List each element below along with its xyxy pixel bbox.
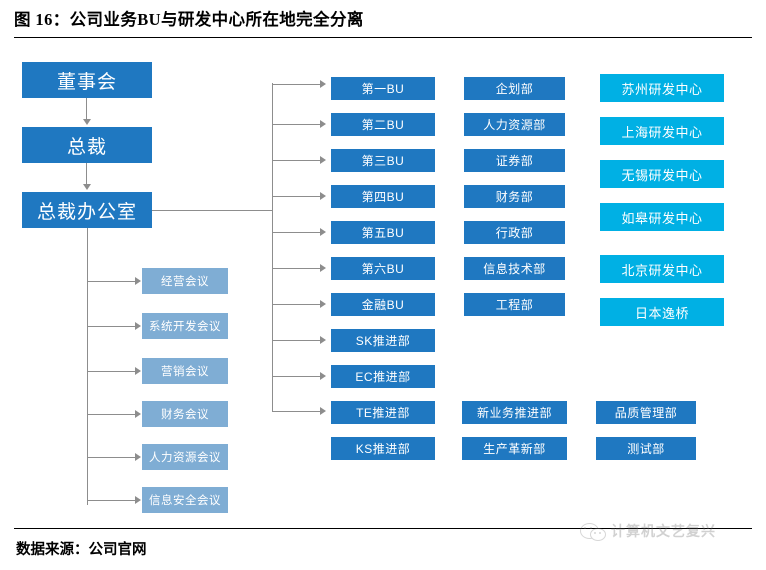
node-bu-2: 第三BU (331, 149, 435, 172)
connector-bu-5 (273, 268, 321, 270)
node-meeting-2: 营销会议 (142, 358, 228, 384)
node-bu-8: EC推进部 (331, 365, 435, 388)
connector-bu-1 (273, 124, 321, 126)
node-meeting-4: 人力资源会议 (142, 444, 228, 470)
arrow-bu-5-icon (320, 264, 326, 272)
node-bu-3: 第四BU (331, 185, 435, 208)
node-department-5: 信息技术部 (464, 257, 565, 280)
node-meeting-1: 系统开发会议 (142, 313, 228, 339)
node-bu-10: KS推进部 (331, 437, 435, 460)
connector-meeting-4 (88, 457, 136, 459)
arrow-bu-4-icon (320, 228, 326, 236)
arrow-bu-2-icon (320, 156, 326, 164)
node-department-lower-1: 生产革新部 (462, 437, 567, 460)
watermark-text: 计算机文艺复兴 (611, 523, 716, 539)
connector-bu-2 (273, 160, 321, 162)
node-bu-0: 第一BU (331, 77, 435, 100)
node-rnd-center-0: 苏州研发中心 (600, 74, 724, 102)
connector-office-to-bu-trunk (152, 210, 273, 212)
arrow-bu-8-icon (320, 372, 326, 380)
footer-divider (14, 528, 752, 529)
connector-meeting-1 (88, 326, 136, 328)
node-quality-1: 测试部 (596, 437, 696, 460)
node-department-1: 人力资源部 (464, 113, 565, 136)
node-department-lower-0: 新业务推进部 (462, 401, 567, 424)
connector-meeting-0 (88, 281, 136, 283)
node-department-6: 工程部 (464, 293, 565, 316)
connector-meeting-2 (88, 371, 136, 373)
arrow-meeting-2-icon (135, 367, 141, 375)
connector-bu-9 (273, 411, 321, 413)
node-department-4: 行政部 (464, 221, 565, 244)
node-bu-6: 金融BU (331, 293, 435, 316)
node-meeting-0: 经营会议 (142, 268, 228, 294)
arrow-meeting-4-icon (135, 453, 141, 461)
source-label: 数据来源：公司官网 (16, 542, 147, 558)
connector-board-to-president (86, 98, 88, 120)
node-department-0: 企划部 (464, 77, 565, 100)
node-bu-4: 第五BU (331, 221, 435, 244)
node-bu-5: 第六BU (331, 257, 435, 280)
node-president: 总裁 (22, 127, 152, 163)
node-rnd-center-2: 无锡研发中心 (600, 160, 724, 188)
connector-meeting-3 (88, 414, 136, 416)
figure-title: 图 16：公司业务BU与研发中心所在地完全分离 (14, 6, 752, 36)
node-president-office: 总裁办公室 (22, 192, 152, 228)
arrow-bu-6-icon (320, 300, 326, 308)
connector-bu-7 (273, 340, 321, 342)
arrow-meeting-5-icon (135, 496, 141, 504)
node-rnd-center-3: 如皋研发中心 (600, 203, 724, 231)
connector-president-to-office (86, 163, 88, 185)
connector-bu-8 (273, 376, 321, 378)
node-quality-0: 品质管理部 (596, 401, 696, 424)
arrow-meeting-0-icon (135, 277, 141, 285)
node-meeting-3: 财务会议 (142, 401, 228, 427)
arrow-bu-1-icon (320, 120, 326, 128)
figure-title-text: 图 16：公司业务BU与研发中心所在地完全分离 (14, 10, 364, 29)
arrow-president-to-office-icon (83, 184, 91, 190)
meeting-spine (87, 228, 89, 505)
arrow-bu-9-icon (320, 407, 326, 415)
node-rnd-center-4: 北京研发中心 (600, 255, 724, 283)
node-rnd-center-5: 日本逸桥 (600, 298, 724, 326)
connector-bu-4 (273, 232, 321, 234)
arrow-bu-3-icon (320, 192, 326, 200)
bu-spine (272, 83, 274, 412)
connector-bu-6 (273, 304, 321, 306)
arrow-board-to-president-icon (83, 119, 91, 125)
node-bu-7: SK推进部 (331, 329, 435, 352)
connector-bu-3 (273, 196, 321, 198)
node-department-2: 证券部 (464, 149, 565, 172)
wechat-logo-icon (580, 522, 606, 541)
node-bu-9: TE推进部 (331, 401, 435, 424)
arrow-meeting-3-icon (135, 410, 141, 418)
connector-meeting-5 (88, 500, 136, 502)
node-bu-1: 第二BU (331, 113, 435, 136)
node-meeting-5: 信息安全会议 (142, 487, 228, 513)
arrow-meeting-1-icon (135, 322, 141, 330)
watermark: 计算机文艺复兴 (580, 521, 716, 541)
arrow-bu-0-icon (320, 80, 326, 88)
title-divider-top (14, 37, 752, 38)
arrow-bu-7-icon (320, 336, 326, 344)
node-board: 董事会 (22, 62, 152, 98)
connector-bu-0 (273, 84, 321, 86)
node-rnd-center-1: 上海研发中心 (600, 117, 724, 145)
node-department-3: 财务部 (464, 185, 565, 208)
